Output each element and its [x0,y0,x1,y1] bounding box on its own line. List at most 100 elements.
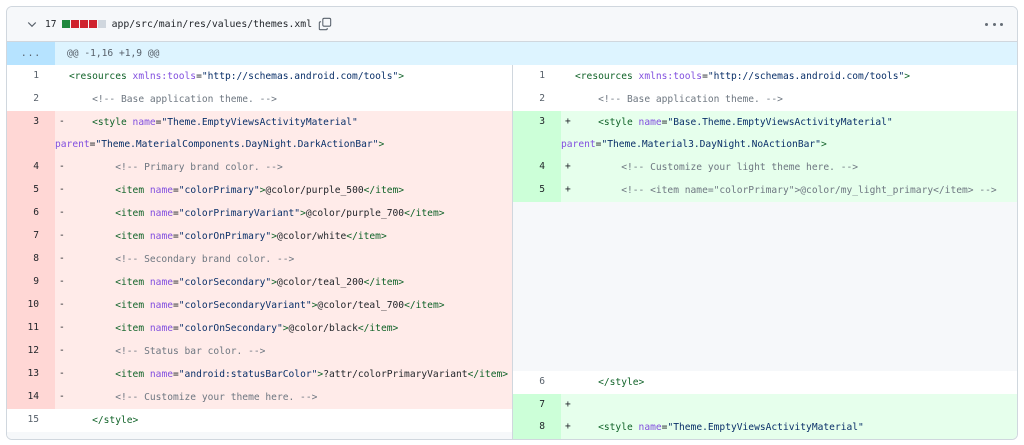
line-number[interactable]: 1 [33,70,39,81]
added-line: 5+ <!-- <item name="colorPrimary">@color… [513,179,1017,202]
code-text [69,430,512,439]
added-line: 3 + <style name="Base.Theme.EmptyViewsAct… [513,111,1017,156]
code-text: <!-- Customize your light theme here. --… [575,162,859,173]
line-number[interactable]: 5 [513,179,561,202]
diff-sign [561,65,575,88]
code-text: <style name="Theme.EmptyViewsActivityMat… [598,422,864,433]
context-line: 1 <resources xmlns:tools="http://schemas.… [513,65,1017,88]
added-line: 8 + <style name="Theme.EmptyViewsActivity… [513,416,1017,439]
diffstat-added-block [61,20,70,28]
line-number[interactable]: 3 [513,111,561,156]
deleted-line: 9- <item name="colorSecondary">@color/te… [7,271,512,294]
line-number[interactable]: 4 [513,156,561,179]
line-number[interactable]: 2 [539,93,545,104]
diff-sign: - [59,322,65,333]
code-text: <style name="Base.Theme.EmptyViewsActivi… [561,117,893,150]
expand-hunk-button[interactable]: ... [7,42,55,65]
context-line: 2 <!-- Base application theme. --> [7,88,512,111]
diff-sign [561,371,575,394]
diff-sign: - [59,253,65,264]
line-number[interactable]: 3 [7,111,55,156]
diff-sign [55,409,69,432]
code-text: </style> [598,377,645,388]
code-text: <!-- Base application theme. --> [69,94,277,105]
code-text: <resources xmlns:tools="http://schemas.a… [69,71,405,82]
diff-sign: - [59,368,65,379]
line-number[interactable]: 6 [7,202,55,225]
line-number[interactable]: 8 [7,248,55,271]
deleted-line: 4- <!-- Primary brand color. --> [7,156,512,179]
deleted-line: 5- <item name="colorPrimary">@color/purp… [7,179,512,202]
line-number[interactable]: 1 [539,70,545,81]
deleted-line: 8- <!-- Secondary brand color. --> [7,248,512,271]
diffstat-deleted-block [79,20,88,28]
code-text [575,392,1017,416]
diff-sign: - [59,391,65,402]
line-number [513,202,561,371]
hunk-range: @@ -1,16 +1,9 @@ [67,48,160,59]
diff-sign: - [59,207,65,218]
kebab-horizontal-icon[interactable] [985,19,1003,29]
code-text: <style name="Theme.EmptyViewsActivityMat… [55,117,385,150]
file-header: 17 app/src/main/res/values/themes.xml [7,7,1017,42]
code-text [575,200,1017,371]
code-text: <item name="colorOnSecondary">@color/bla… [115,323,399,334]
line-number[interactable]: 11 [7,317,55,340]
diff-sign: - [59,184,65,195]
line-number[interactable]: 2 [33,93,39,104]
deleted-line: 10- <item name="colorSecondaryVariant">@… [7,294,512,317]
changes-count: 17 [45,18,57,30]
code-text: <item name="colorSecondary">@color/teal_… [115,277,405,288]
line-number[interactable]: 10 [7,294,55,317]
diffstat-neutral-block [97,20,106,28]
deleted-line: 7- <item name="colorOnPrimary">@color/wh… [7,225,512,248]
code-text: <!-- Primary brand color. --> [69,162,283,173]
line-number[interactable]: 13 [7,363,55,386]
split-diff: 1 <resources xmlns:tools="http://schemas.… [7,65,1017,439]
diffstat-deleted-block [70,20,79,28]
line-number[interactable]: 7 [513,394,561,416]
line-number[interactable]: 14 [7,386,55,409]
line-number[interactable]: 6 [539,376,545,387]
context-line: 1 <resources xmlns:tools="http://schemas.… [7,65,512,88]
line-number[interactable]: 7 [7,225,55,248]
diff-sign: - [59,299,65,310]
deleted-line: 12- <!-- Status bar color. --> [7,340,512,363]
deleted-line: 11- <item name="colorOnSecondary">@color… [7,317,512,340]
line-number[interactable]: 4 [7,156,55,179]
diff-sign: - [59,276,65,287]
line-number[interactable]: 15 [27,414,39,425]
code-text: <item name="colorPrimaryVariant">@color/… [115,208,445,219]
copy-icon[interactable] [318,17,332,31]
code-text: <resources xmlns:tools="http://schemas.a… [575,71,911,82]
diff-sign: - [59,345,65,356]
added-line: 4+ <!-- Customize your light theme here.… [513,156,1017,179]
diff-sign [561,88,575,111]
file-path[interactable]: app/src/main/res/values/themes.xml [111,18,313,30]
deleted-line: 13- <item name="android:statusBarColor">… [7,363,512,386]
line-number [7,432,55,439]
diff-sign: + [565,116,571,127]
deleted-line: 3- <style name="Theme.EmptyViewsActivity… [7,111,512,156]
diffstat [61,20,106,28]
hunk-header: ... @@ -1,16 +1,9 @@ [7,42,1017,65]
line-number[interactable]: 12 [7,340,55,363]
line-number[interactable]: 8 [513,416,561,439]
code-text: <!-- Status bar color. --> [69,346,266,357]
code-text: <item name="colorSecondaryVariant">@colo… [115,300,445,311]
right-pane: 1 <resources xmlns:tools="http://schemas.… [512,65,1017,439]
context-line: 15 </style> [7,409,512,432]
chevron-down-icon[interactable] [25,17,39,31]
line-number[interactable]: 9 [7,271,55,294]
diff-file: 17 app/src/main/res/values/themes.xml ..… [6,6,1018,440]
diff-sign [55,65,69,88]
diff-sign: + [565,421,571,432]
line-number[interactable]: 5 [7,179,55,202]
code-text: <item name="colorPrimary">@color/purple_… [115,185,405,196]
diff-sign: - [59,116,65,127]
deleted-line: 6- <item name="colorPrimaryVariant">@col… [7,202,512,225]
left-pane: 1 <resources xmlns:tools="http://schemas.… [7,65,512,439]
empty-row [7,430,512,439]
diff-sign: - [59,230,65,241]
empty-row [513,202,1017,371]
